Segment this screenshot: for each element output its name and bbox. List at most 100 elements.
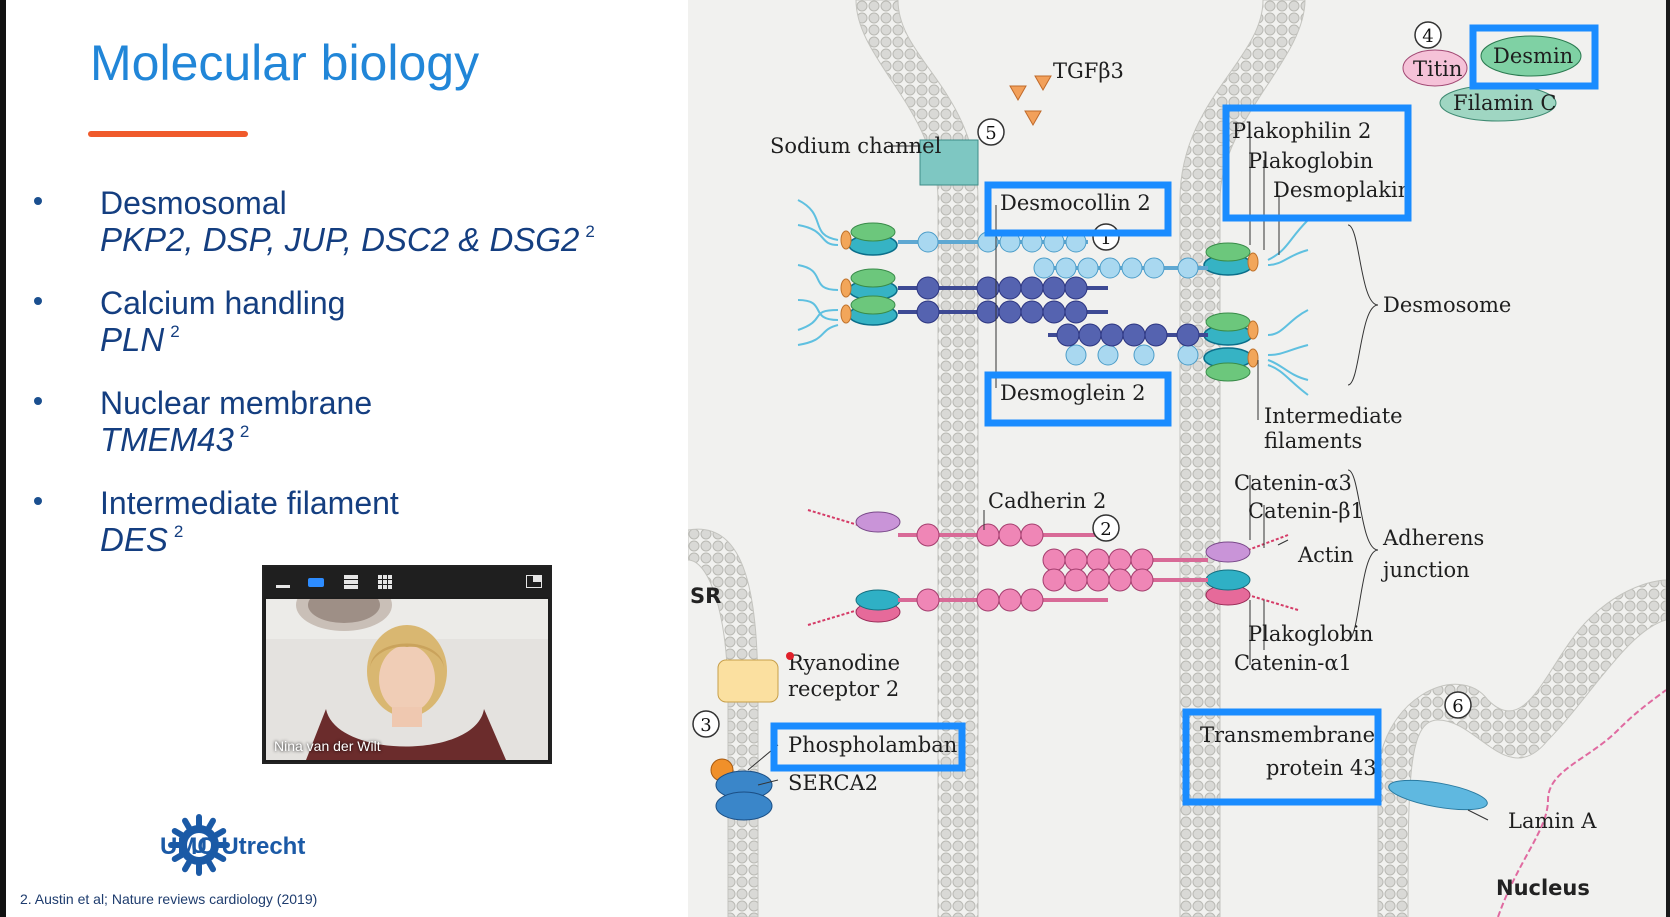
participant-video: Nina van der Wilt: [266, 599, 548, 760]
label-tmem-1: Transmembrane: [1200, 723, 1375, 747]
titin-shape: [1402, 49, 1468, 87]
label-nucleus: Nucleus: [1496, 876, 1590, 900]
bullet-genes: PLN 2: [100, 321, 180, 359]
logo-text: UMC Utrecht: [160, 833, 306, 860]
label-plakophilin: Plakophilin 2: [1232, 119, 1371, 143]
label-intermediate-2: filaments: [1264, 429, 1362, 453]
label-plakoglobin-top: Plakoglobin: [1248, 149, 1373, 173]
logo-letter: U: [191, 833, 207, 858]
label-catenin-b1: Catenin-β1: [1248, 499, 1364, 523]
cursor-pointer-icon: [786, 652, 794, 660]
citation: 2. Austin et al; Nature reviews cardiolo…: [20, 891, 318, 907]
label-filamin: Filamin C: [1453, 91, 1556, 115]
bullet-heading: Intermediate filament: [100, 485, 399, 521]
video-toolbar: [264, 567, 550, 597]
marker-6: 6: [1452, 696, 1463, 717]
label-tmem-2: protein 43: [1266, 756, 1377, 780]
bullet-item-filament: Intermediate filament DES 2: [34, 485, 674, 585]
cell-membrane-right: [1179, 0, 1306, 917]
desmosome-complex: [797, 199, 1309, 396]
label-cadherin: Cadherin 2: [988, 489, 1106, 513]
participant-name: Nina van der Wilt: [274, 738, 381, 754]
reference-number: 2: [585, 222, 595, 241]
bullet-heading: Calcium handling: [100, 285, 346, 321]
label-desmoplakin: Desmoplakin: [1273, 178, 1411, 202]
reference-number: 2: [173, 522, 184, 541]
minimize-icon[interactable]: [276, 585, 290, 588]
bullet-item-desmosomal: Desmosomal PKP2, DSP, JUP, DSC2 & DSG2 2: [34, 185, 674, 285]
label-desmocollin: Desmocollin 2: [1000, 191, 1151, 215]
highlight-desmocollin: [984, 181, 1172, 237]
marker-2: 2: [1100, 519, 1111, 540]
highlight-tmem43: [1182, 708, 1382, 806]
gene-list: PLN: [100, 321, 165, 358]
label-catenin-a1: Catenin-α1: [1234, 651, 1352, 675]
reference-number: 2: [170, 322, 180, 341]
speaker-view-icon[interactable]: [308, 578, 324, 587]
marker-3: 3: [700, 715, 711, 736]
label-tgfb3: TGFβ3: [1053, 59, 1124, 83]
slide-title: Molecular biology: [90, 35, 480, 91]
lamin-fiber: [1497, 689, 1666, 917]
gene-list: DES: [100, 521, 168, 558]
bullet-genes: DES 2: [100, 521, 183, 559]
bullet-dot: [34, 397, 42, 405]
bullet-genes: TMEM43 2: [100, 421, 249, 459]
marker-1: 1: [1100, 228, 1111, 249]
pop-out-icon[interactable]: [526, 575, 542, 588]
strip-view-icon[interactable]: [344, 575, 358, 589]
video-panel[interactable]: Nina van der Wilt: [262, 565, 552, 764]
label-catenin-a3: Catenin-α3: [1234, 471, 1352, 495]
title-underline: [88, 131, 248, 137]
bullet-item-calcium: Calcium handling PLN 2: [34, 285, 674, 385]
marker-4: 4: [1422, 26, 1433, 47]
marker-5: 5: [985, 123, 996, 144]
highlight-plakophilin-group: [1222, 104, 1412, 222]
ryanodine-receptor-shape: [717, 659, 779, 703]
highlight-desmoglein: [984, 371, 1172, 427]
label-desmoglein: Desmoglein 2: [1000, 381, 1145, 405]
tgfb3-triangles: [1009, 75, 1052, 127]
gene-list: PKP2, DSP, JUP, DSC2 & DSG2: [100, 221, 580, 258]
umc-logo-icon: U: [168, 814, 230, 876]
label-adherens-1: Adherens: [1382, 526, 1484, 550]
reference-number: 2: [239, 422, 250, 441]
label-sodium-channel: Sodium channel: [770, 134, 942, 158]
label-sr: SR: [690, 584, 721, 608]
label-actin: Actin: [1297, 543, 1354, 567]
nuclear-membrane: [1377, 579, 1666, 917]
label-intermediate-1: Intermediate: [1264, 404, 1403, 428]
tmem43-shape: [1388, 779, 1488, 811]
label-titin: Titin: [1413, 57, 1462, 81]
sodium-channel-shape: [919, 139, 979, 186]
bullet-dot: [34, 297, 42, 305]
bullet-genes: PKP2, DSP, JUP, DSC2 & DSG2 2: [100, 221, 595, 259]
bullet-item-nuclear: Nuclear membrane TMEM43 2: [34, 385, 674, 485]
gallery-view-icon[interactable]: [378, 575, 392, 589]
gene-list: TMEM43: [100, 421, 234, 458]
window-edge: [0, 0, 6, 917]
label-desmin: Desmin: [1493, 44, 1573, 68]
label-ryanodine-1: Ryanodine: [788, 651, 900, 675]
bullet-heading: Nuclear membrane: [100, 385, 373, 421]
participant-image: [266, 599, 548, 760]
bullet-dot: [34, 497, 42, 505]
label-ryanodine-2: receptor 2: [788, 677, 899, 701]
label-adherens-2: junction: [1380, 558, 1470, 582]
bullet-heading: Desmosomal: [100, 185, 287, 221]
desmin-shape: [1480, 35, 1582, 77]
label-serca: SERCA2: [788, 771, 878, 795]
serca2-shape: [715, 770, 773, 821]
highlight-desmin: [1469, 24, 1599, 90]
cardiomyocyte-junction-diagram: 1 2 3 4 5 6 TGFβ3 Sodium channel Desmoco…: [688, 0, 1666, 917]
window-edge-right: [1666, 0, 1670, 917]
adherens-complex: [807, 509, 1299, 626]
label-phospholamban: Phospholamban: [788, 733, 957, 757]
highlight-phospholamban: [770, 722, 966, 772]
cell-membrane-left: [855, 0, 979, 917]
label-plakoglobin-bottom: Plakoglobin: [1248, 622, 1373, 646]
label-desmosome: Desmosome: [1383, 293, 1511, 317]
bullet-dot: [34, 197, 42, 205]
